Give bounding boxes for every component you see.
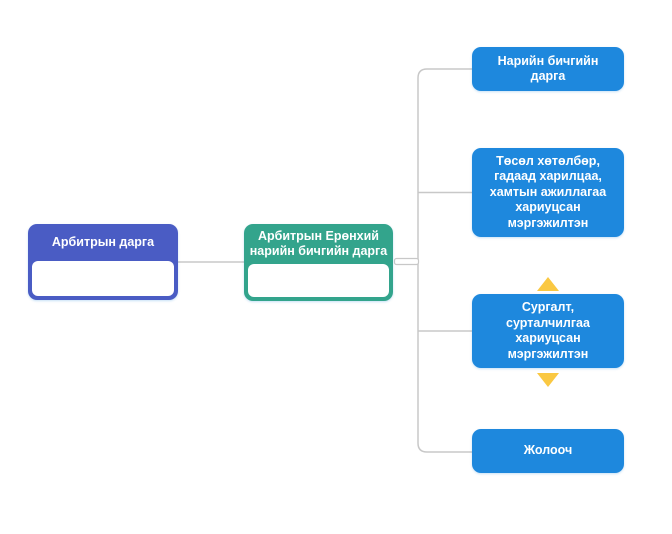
node-training-specialist-label: Сургалт, сурталчилгаа хариуцсан мэргэжил… (506, 300, 590, 361)
down-arrow-icon (537, 373, 559, 387)
node-driver: Жолооч (472, 429, 624, 473)
up-arrow-icon (537, 277, 559, 291)
node-general-secretary-body (248, 264, 389, 297)
node-general-secretary-label: Арбитрын Ерөнхий нарийн бичгийн дарга (249, 228, 388, 259)
node-secretary-label: Нарийн бичгийн дарга (497, 53, 599, 84)
node-training-specialist: Сургалт, сурталчилгаа хариуцсан мэргэжил… (472, 294, 624, 368)
node-chairman: Арбитрын дарга (28, 224, 178, 300)
node-project-specialist-label: Төсөл хөтөлбөр, гадаад харилцаа, хамтын … (489, 153, 607, 230)
node-driver-label: Жолооч (523, 443, 573, 458)
node-secretary: Нарийн бичгийн дарга (472, 47, 624, 91)
connector-stub (393, 257, 420, 266)
node-project-specialist: Төсөл хөтөлбөр, гадаад харилцаа, хамтын … (472, 148, 624, 237)
connector-trunk (417, 68, 472, 453)
node-chairman-label: Арбитрын дарга (51, 234, 155, 249)
node-general-secretary: Арбитрын Ерөнхий нарийн бичгийн дарга (244, 224, 393, 301)
node-chairman-body (32, 261, 174, 296)
